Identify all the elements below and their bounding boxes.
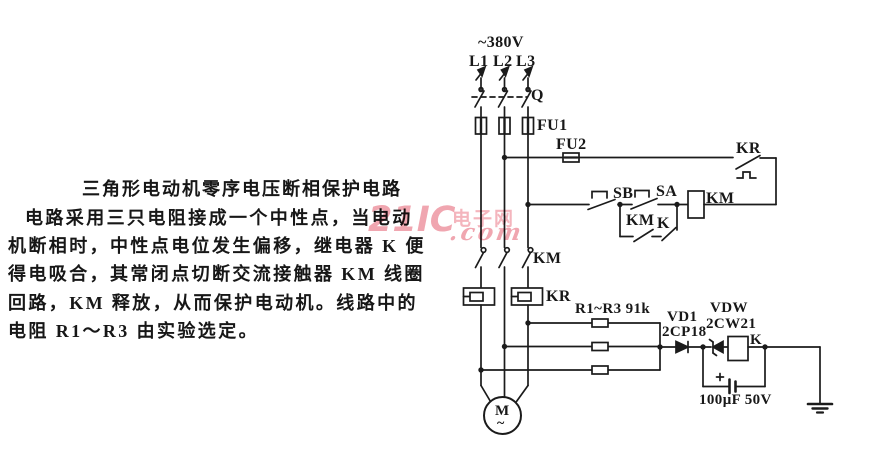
article-title: 三角形电动机零序电压断相保护电路 [82, 179, 402, 199]
watermark-21ic: 21IC [368, 200, 456, 240]
label-km-coil: KM [706, 190, 735, 207]
ground-icon [806, 346, 834, 414]
zener-vdw [708, 338, 729, 357]
label-sb: SB [613, 185, 634, 202]
fuse-fu1 [474, 116, 535, 135]
label-q: Q [531, 87, 544, 104]
label-motor-m: M [495, 403, 510, 419]
thermal-relay-kr-heaters [462, 287, 544, 387]
label-supply-voltage: ~380V [478, 34, 524, 51]
article-line: 电路采用三只电阻接成一个中性点，当电动 [25, 208, 413, 228]
article-line: 电阻 R1～R3 由实验选定。 [8, 321, 259, 341]
label-capacitor-value: 100μF 50V [699, 392, 772, 408]
relay-k-coil [727, 335, 821, 362]
motor-m [480, 384, 529, 435]
label-kr-top: KR [736, 140, 761, 157]
label-fu1: FU1 [537, 117, 568, 134]
label-sa: SA [656, 183, 678, 200]
label-km-main: KM [533, 250, 562, 267]
label-kr-heater: KR [546, 288, 571, 305]
disconnect-switch-q [471, 77, 532, 119]
phase-lines [480, 133, 529, 249]
junction-dots [478, 154, 768, 373]
label-l3: L3 [516, 53, 536, 70]
label-vdw: VDW [710, 300, 748, 316]
label-km-latch: KM [626, 212, 655, 229]
label-motor-wave: ~ [497, 416, 505, 431]
latch-branch-km-k-contacts [619, 203, 678, 243]
article-line: 得电吸合，其常闭点切断交流接触器 KM 线圈 [8, 264, 425, 284]
article-line: 回路，KM 释放，从而保护电动机。线路中的 [8, 293, 418, 313]
label-k-relay: K [750, 332, 763, 348]
watermark-cn: 电子网 [452, 208, 516, 230]
watermark-com: .com [447, 219, 527, 246]
resistors-r1-r3 [480, 318, 661, 375]
thermal-relay-kr-nc-contact [735, 154, 777, 206]
capacitor-branch [702, 346, 766, 395]
label-vd1-part: 2CP18 [662, 324, 707, 340]
label-r1-r3: R1~R3 91k [575, 301, 651, 317]
label-l2: L2 [493, 53, 513, 70]
label-vdw-part: 2CW21 [706, 316, 757, 332]
control-supply-row [503, 152, 734, 163]
label-vd1: VD1 [667, 309, 698, 325]
contactor-km-main-contacts [474, 246, 534, 398]
article-line: 机断相时，中性点电位发生偏移，继电器 K 便 [8, 236, 426, 256]
label-l1: L1 [469, 53, 489, 70]
label-fu2: FU2 [556, 136, 587, 153]
label-k-latch: K [657, 215, 670, 232]
supply-arrow-icon [475, 65, 534, 81]
start-stop-control-row [527, 189, 777, 219]
